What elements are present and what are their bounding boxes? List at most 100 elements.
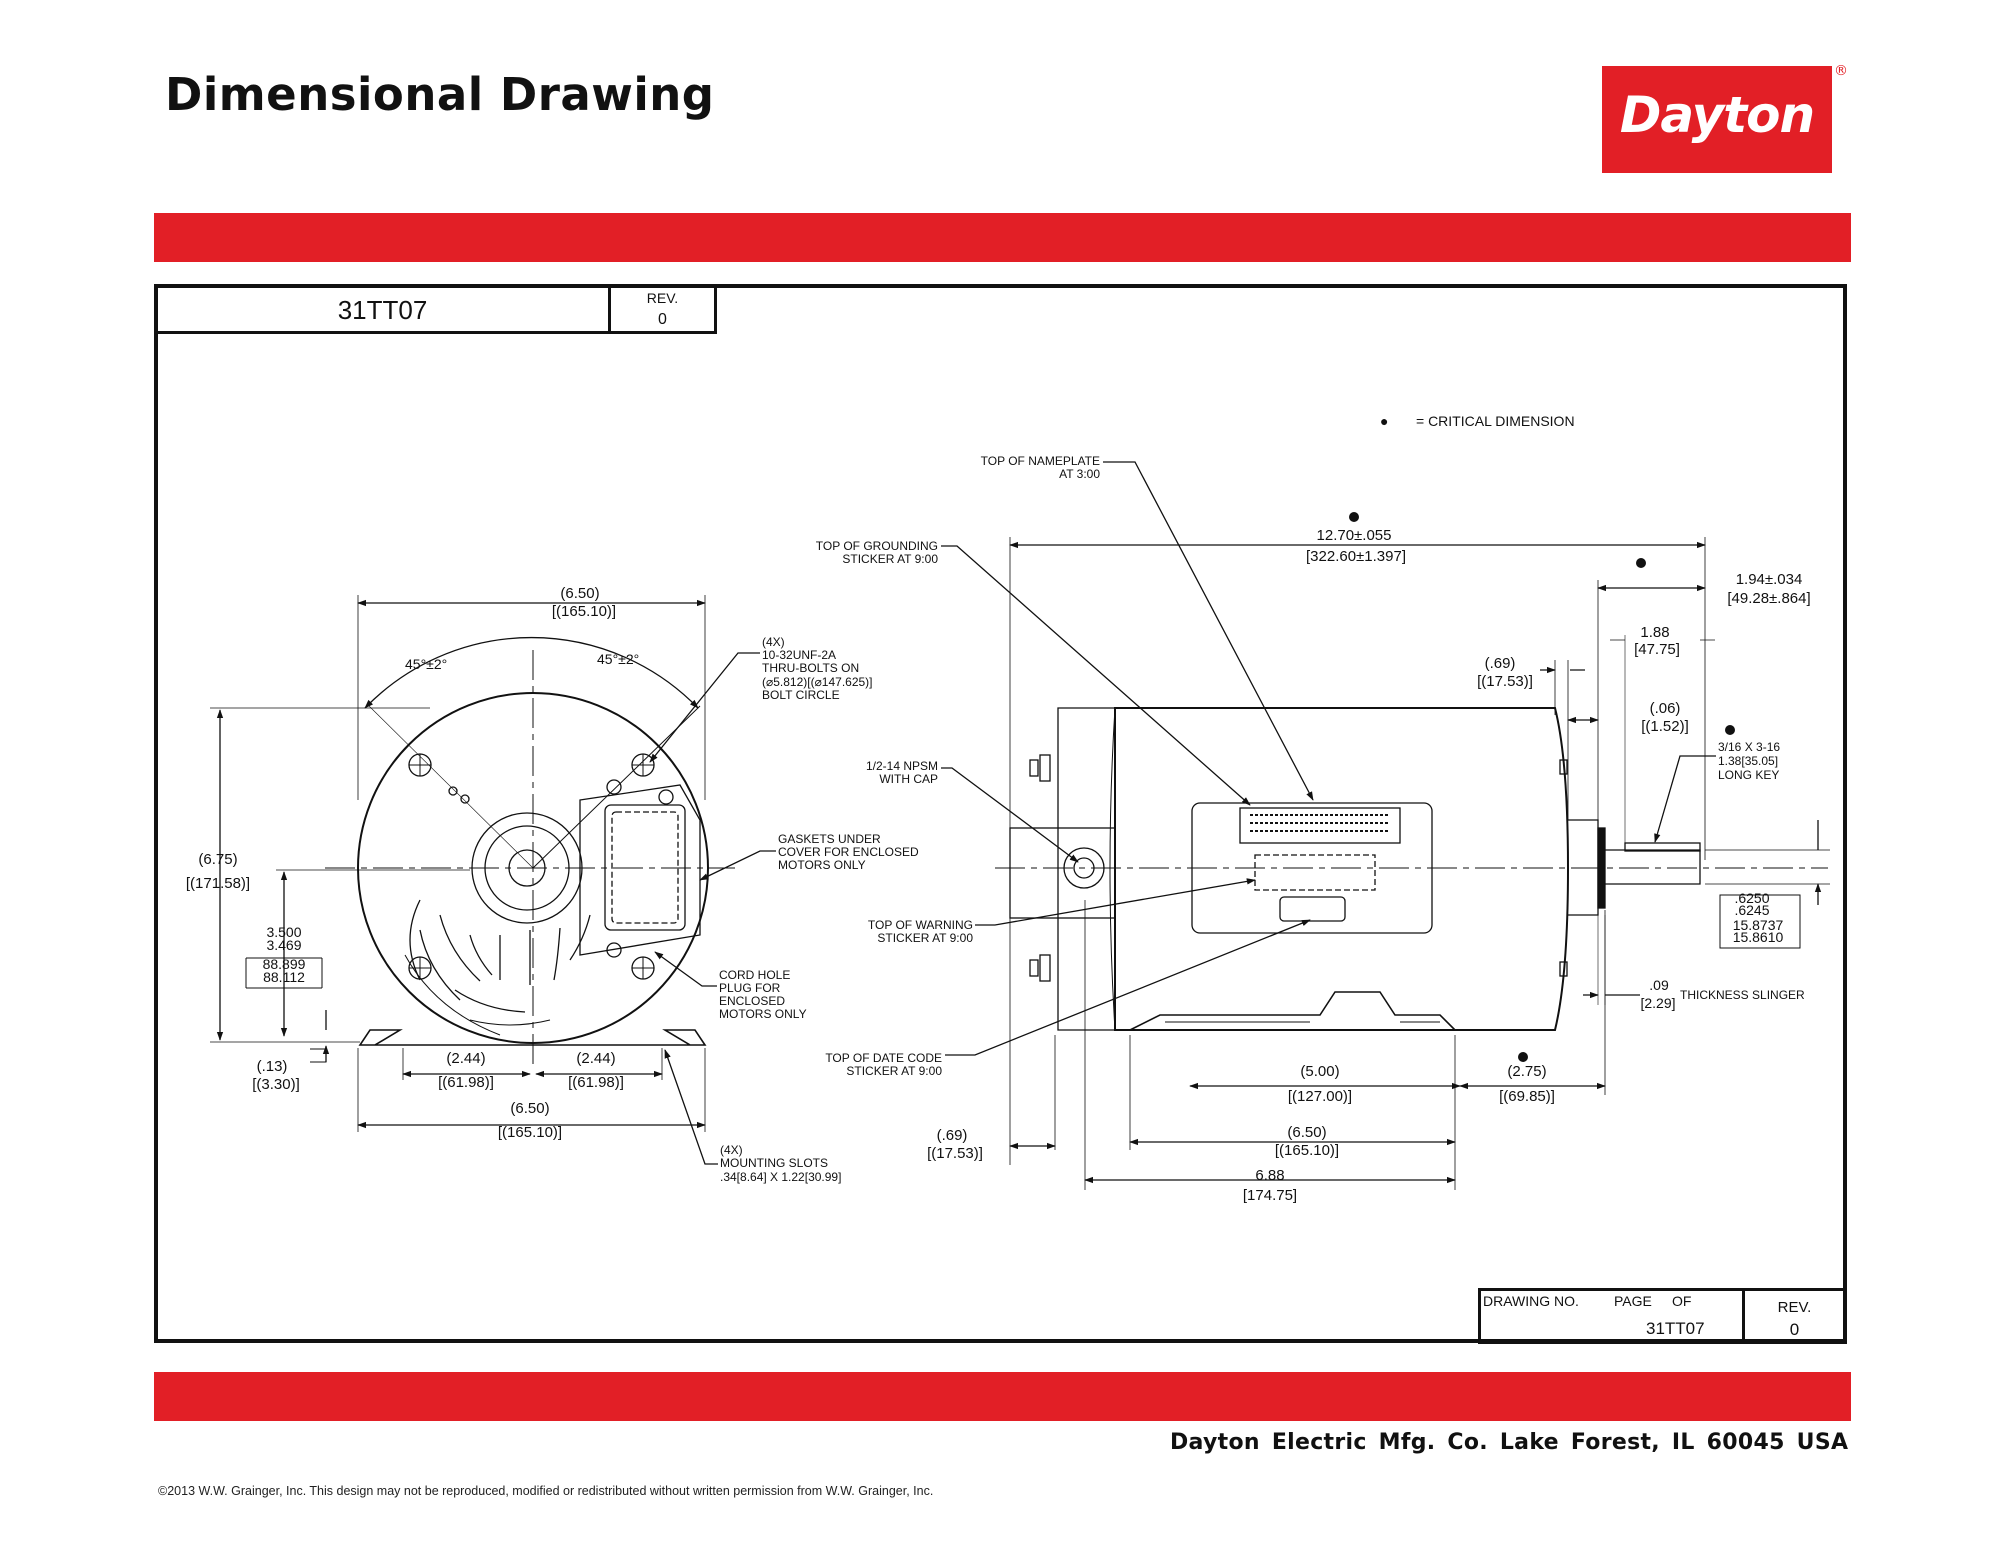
gaskets-note-3: MOTORS ONLY: [778, 858, 866, 872]
bolt-icon: [1029, 759, 1039, 777]
cover-box-inner: [611, 811, 679, 924]
dayton-logo: Dayton: [1602, 66, 1832, 173]
rev-cell-top: REV. 0: [608, 284, 717, 334]
warning-label-text: [1250, 814, 1390, 832]
slot-right-mm: [(61.98)]: [568, 1074, 624, 1091]
angle-arc: [364, 636, 699, 709]
leader-warning: [975, 878, 1256, 926]
slot-left-mm: [(61.98)]: [438, 1074, 494, 1091]
rev-label-bottom: REV.: [1777, 1299, 1812, 1316]
rev-cell-bottom: REV. 0: [1742, 1288, 1847, 1344]
end-bell-bolts: [1029, 754, 1568, 982]
leader-slots: [664, 1049, 718, 1165]
screw-icon: [606, 942, 622, 958]
shaft-length-mm: [49.28±.864]: [1727, 590, 1810, 607]
small-hole: [448, 786, 458, 796]
angle-right: 45°±2°: [597, 651, 639, 667]
slot-right: (2.44): [576, 1050, 615, 1067]
slots-note-3: .34[8.64] X 1.22[30.99]: [720, 1170, 841, 1184]
cord-note-4: MOTORS ONLY: [719, 1007, 807, 1021]
of-label: OF: [1672, 1293, 1692, 1309]
shoulder: (.06): [1650, 700, 1681, 717]
base-offset: (.13): [257, 1058, 288, 1075]
registered-mark: ®: [1834, 63, 1848, 79]
slot-spacing: (5.00): [1300, 1063, 1339, 1080]
slots-note-2: MOUNTING SLOTS: [720, 1156, 828, 1170]
cord-note-3: ENCLOSED: [719, 994, 785, 1008]
nameplate-note-2: AT 3:00: [1059, 467, 1100, 481]
cord-note-2: PLUG FOR: [719, 981, 781, 995]
shoulder-mm: [(1.52)]: [1641, 718, 1689, 735]
slinger-note: THICKNESS SLINGER: [1680, 988, 1805, 1002]
cord-note-1: CORD HOLE: [719, 968, 790, 982]
slot-spacing-mm: [(127.00)]: [1288, 1088, 1352, 1105]
overall-length-mm: [322.60±1.397]: [1306, 548, 1406, 565]
left-offset-mm: [(17.53)]: [927, 1145, 983, 1162]
front-view: [210, 595, 776, 1165]
drawing-no-value: 31TT07: [1646, 1319, 1705, 1338]
small-hole: [460, 794, 470, 804]
front-base: [358, 1029, 707, 1046]
datecode-note-1: TOP OF DATE CODE: [825, 1051, 942, 1065]
page-title: Dimensional Drawing: [165, 68, 715, 121]
bolts-note-3: THRU-BOLTS ON: [762, 661, 859, 675]
key-length: 1.88: [1640, 624, 1669, 641]
leader-grounding: [941, 545, 1251, 806]
overall-length: 12.70±.055: [1317, 527, 1392, 544]
bolt-icon: [1029, 959, 1039, 977]
critical-bullets: [1349, 512, 1735, 1062]
end-bell-left: [1057, 707, 1116, 1031]
shaft-dia-min: .6245: [1734, 902, 1769, 918]
leader-nameplate: [1103, 461, 1314, 801]
critical-bullet: [1518, 1052, 1528, 1062]
leader-npsm: [941, 767, 1079, 863]
angle-leader-left: [366, 703, 534, 869]
front-height-total: (6.75): [198, 851, 237, 868]
front-height-total-mm: [(171.58)]: [186, 875, 250, 892]
angle-left: 45°±2°: [405, 656, 447, 672]
rev-value-bottom: 0: [1789, 1320, 1800, 1339]
body-length: 6.88: [1255, 1167, 1284, 1184]
warning-label: [1239, 807, 1401, 844]
side-base: [1129, 991, 1456, 1031]
shaft-dia-max: .6250: [1734, 890, 1769, 906]
warning-note-2: STICKER AT 9:00: [877, 931, 973, 945]
thru-bolts: [408, 753, 674, 980]
side-base-width: (6.50): [1287, 1124, 1326, 1141]
body-length-mm: [174.75]: [1243, 1187, 1297, 1204]
slinger-thickness: .09: [1649, 977, 1669, 993]
rev-value: 0: [658, 311, 667, 328]
bolt-icon: [1559, 961, 1568, 977]
key-note-3: LONG KEY: [1718, 768, 1779, 782]
critical-bullet: [1636, 558, 1646, 568]
vent-slots: [409, 899, 591, 1013]
base-offset-mm: [(3.30)]: [252, 1076, 300, 1093]
end-offset-mm: [(17.53)]: [1477, 673, 1533, 690]
end-offset: (.69): [1485, 655, 1516, 672]
shaft-dia-max-mm: 15.8737: [1733, 917, 1784, 933]
logo-text: Dayton: [1619, 86, 1815, 144]
critical-bullet: [1725, 725, 1735, 735]
datecode-label: [1279, 896, 1346, 922]
motor-body: [1114, 707, 1570, 1031]
bolts-note-5: BOLT CIRCLE: [762, 688, 840, 702]
screw-icon: [658, 789, 674, 805]
shaft-key: [1624, 842, 1701, 852]
top-red-band: [154, 213, 1851, 262]
leader-cord: [654, 951, 717, 987]
npsm-note-2: WITH CAP: [879, 772, 938, 786]
slinger-thickness-mm: [2.29]: [1640, 995, 1675, 1011]
rev-label: REV.: [646, 290, 679, 306]
front-width-top-mm: [(165.10)]: [552, 603, 616, 620]
terminal-box: [1009, 827, 1116, 919]
front-width-bottom-mm: [(165.10)]: [498, 1124, 562, 1141]
bolt-icon: [1559, 759, 1568, 775]
screw-icon: [606, 779, 622, 795]
leader-gaskets: [699, 850, 776, 881]
shaft-length: 1.94±.034: [1736, 571, 1803, 588]
npsm-note-1: 1/2-14 NPSM: [866, 759, 938, 773]
gaskets-note-1: GASKETS UNDER: [778, 832, 881, 846]
front-width-top: (6.50): [560, 585, 599, 602]
datecode-note-2: STICKER AT 9:00: [846, 1064, 942, 1078]
bolts-note-4: (⌀5.812)[(⌀147.625)]: [762, 675, 873, 689]
